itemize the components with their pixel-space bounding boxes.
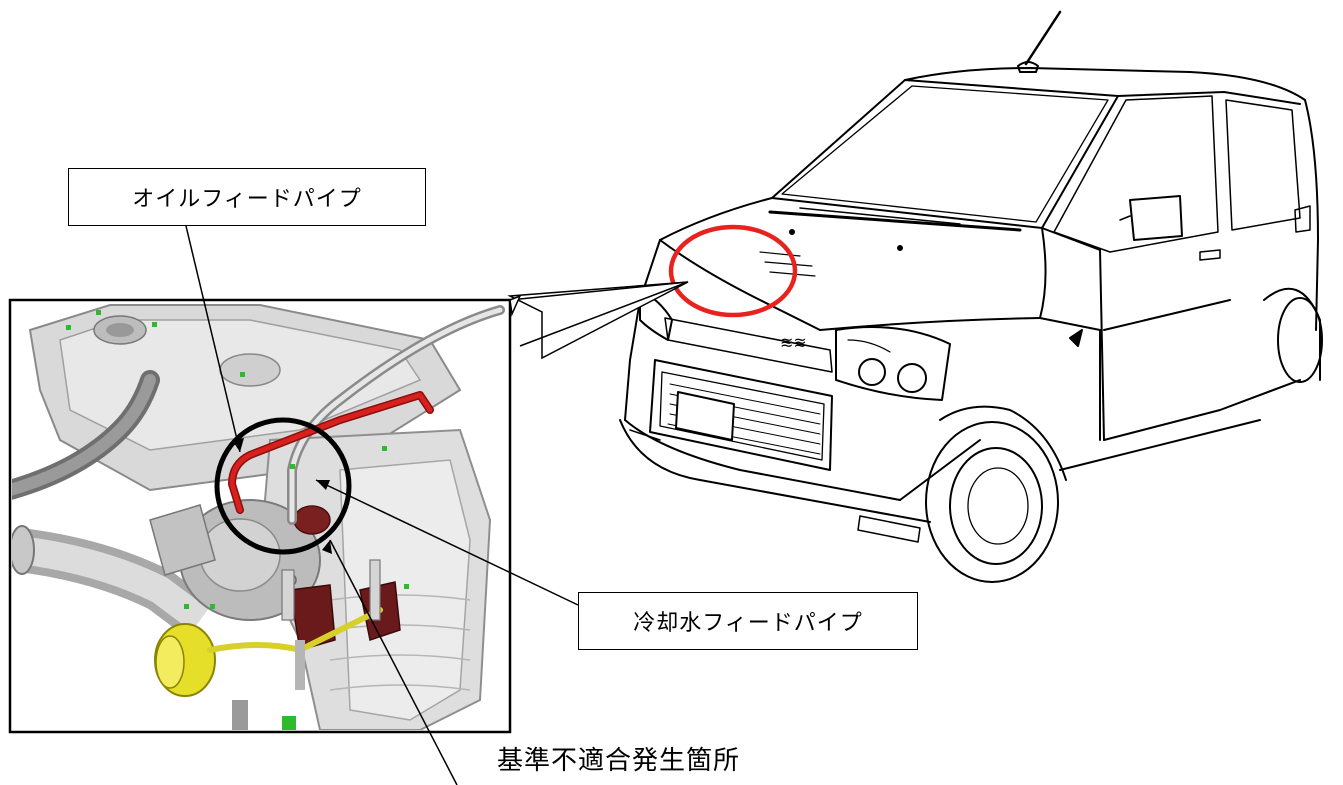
- coolant-feed-pipe-label-text: 冷却水フィードパイプ: [633, 611, 863, 636]
- coolant-feed-pipe-label: 冷却水フィードパイプ: [578, 592, 918, 650]
- leader-arrowheads: [232, 438, 332, 554]
- turbo-bracket: [289, 584, 336, 651]
- leader-lines: [185, 225, 579, 785]
- svg-text:≋≋: ≋≋: [780, 333, 807, 352]
- zoom-callout-arrow: [507, 281, 689, 360]
- oil-feed-pipe-label: オイルフィードパイプ: [68, 168, 426, 226]
- oil-feed-pipe-label-text: オイルフィードパイプ: [132, 187, 362, 212]
- engine-highlight-circle: [214, 417, 352, 555]
- engine-inset: [8, 298, 512, 734]
- defect-location-label: 基準不適合発生箇所: [497, 746, 741, 776]
- fastener-markers: [66, 310, 409, 730]
- vehicle-highlight-circle: [668, 224, 798, 318]
- vehicle-line-drawing: ≋≋: [619, 10, 1323, 583]
